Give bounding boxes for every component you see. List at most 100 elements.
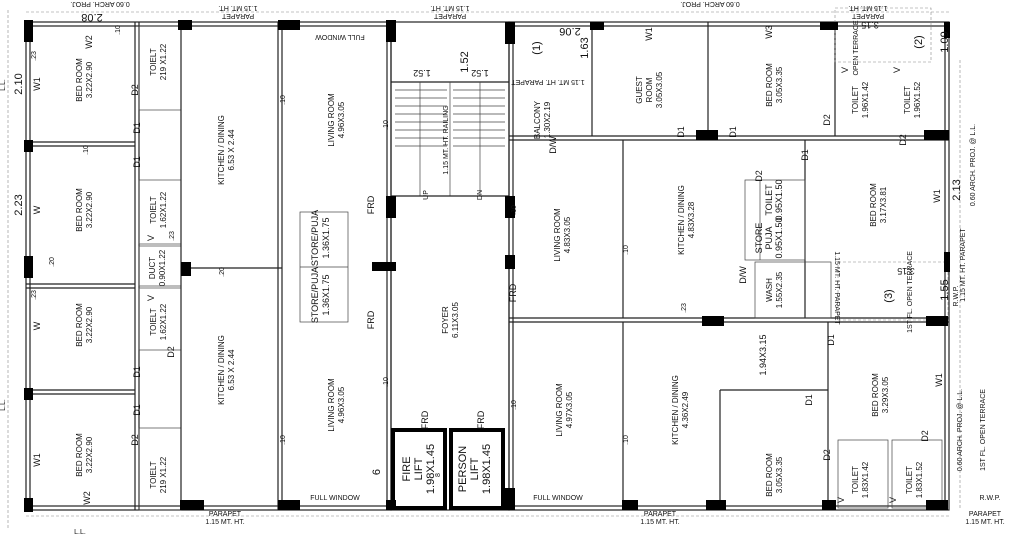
dim-315-b: 3.15 [897,266,915,276]
window-w3-tag: W3 [764,25,774,39]
door-d2-tag-5: D2 [898,134,908,146]
door-d1-tag-3: D1 [132,366,142,378]
marker-1: (1) [531,41,543,54]
arch-proj-1-note: 0.60 ARCH. PROJ. @ L.L. [970,124,977,206]
sill-23-tag-2: .23 [31,290,38,300]
sill-10-tag-7: .10 [511,205,518,215]
dim-213: 2.13 [951,179,963,200]
sill-10-tag: .10 [83,145,90,155]
vent-v-tag-2: V [146,295,156,301]
toilet-1-label: TOIELT219 X1.22 [149,43,168,80]
door-window-dw-tag-2: D/W [738,266,748,284]
door-d2-tag: D2 [130,84,140,96]
bed-room-2-label: BED ROOM3.22X2.90 [75,188,94,232]
full-window-3-note: FULL WINDOW [533,495,583,502]
window-w2-tag: W2 [84,35,94,49]
door-d1-tag-7: D1 [800,149,810,161]
person-lift-label: PERSONLIFT1.98X1.45 [457,444,493,494]
door-d2-tag-2: D2 [166,346,176,358]
toilet-7-label: TOILET0.95X1.50 [764,179,784,220]
dim-109: 1.09 [939,31,951,52]
rwp-2-note: R.W.P. [980,495,1001,502]
vent-v-tag-4: V [888,497,898,503]
sill-10-tag-10: .10 [623,435,630,445]
ll-3-note: L.L. [74,529,86,536]
dim-315-a: 3.15 [861,20,879,30]
door-d1-tag-8: D1 [804,394,814,406]
dim-8: 8 [435,473,442,477]
opening-tags: W1 W2 W W W1 W2 D1 D2 D1 D1 D1 D2 D2 V V… [31,25,944,505]
duct-label: DUCT0.90X1.22 [148,249,167,286]
dim-223: 2.23 [13,194,25,215]
window-w1-tag-2: W1 [32,453,42,467]
up-label: UP [423,190,430,200]
open-terrace-2-note: 1ST FL. OPEN TERRACE [907,251,914,333]
door-d1-tag-9: D1 [826,334,836,346]
dn-label: DN [477,190,484,200]
dim-206: 2.06 [559,25,580,37]
railing-note: 1.15 MT. HT. RAILING [443,105,450,174]
dim-194x315: 1.94X3.15 [758,334,768,375]
toilet-9-label: TOILET1.83X1.52 [905,461,924,498]
foyer-label: FOYER6.11X3.05 [441,302,460,338]
frd-tag-2: FRD [366,310,376,329]
window-w1-tag-4: W1 [932,189,942,203]
store-puja-2-label: STORE/PUJA1.36X1.75 [310,267,331,323]
sill-20-tag-2: .20 [49,257,56,267]
left-wing-labels: BED ROOM3.22X2.90 BED ROOM3.22X2.90 BED … [75,43,346,493]
door-d2-tag-7: D2 [822,449,832,461]
full-window-2-note: FULL WINDOW [310,495,360,502]
sill-20-tag: .20 [219,267,226,277]
door-d1-tag-6: D1 [728,126,738,138]
window-w-tag-2: W [32,321,42,330]
dimension-labels: 2.08 2.10 2.23 2.06 1.63 3.15 3.15 1.09 … [13,11,963,303]
bed-room-4-label: BED ROOM3.22X2.90 [75,433,94,477]
store-puja-3-label: STOREPUJA0.95X1.50 [754,217,784,258]
toilet-6-label: TOILET1.96X1.52 [903,81,922,118]
bed-room-3-label: BED ROOM3.22X2.90 [75,303,94,347]
top-parapet-1-note: PARAPET1.15 MT. HT. [218,4,257,19]
dim-6: 6 [371,469,383,475]
frd-tag-4: FRD [420,410,430,429]
ll-1-note: L.L. [0,79,7,91]
full-window-1-note: FULL WINDOW [315,33,365,40]
door-window-dw-tag: D/W [548,136,558,154]
vent-v-tag-6: V [892,67,902,73]
fire-lift-label: FIRELIFT1.98X1.45 [401,444,437,494]
mt-ht-parapet-note: 1.15 MT. HT. PARAPET [833,251,840,325]
window-w-tag: W [32,205,42,214]
kitchen-3-label: KITCHEN / DINING4.83X3.28 [677,185,696,255]
marker-3: (3) [883,289,895,302]
top-parapet-3-note: PARAPET1.15 MT. HT. [848,4,887,19]
sill-10-tag-3: .10 [280,95,287,105]
frd-tag-3: FRD [508,283,518,302]
door-d1-tag-2: D1 [132,156,142,168]
balcony-parapet-note: 1.15 MT. HT. PARAPET [511,78,585,85]
ll-2-note: L.L. [0,399,7,411]
top-proj-right-note: 0.60 ARCH. PROJ. [680,0,740,7]
core-labels: FOYER6.11X3.05 FIRELIFT1.98X1.45 PERSONL… [371,4,493,494]
sill-23-tag-3: .23 [681,303,688,313]
door-d2-tag-8: D2 [920,430,930,442]
vent-v-tag-5: V [840,67,850,73]
sill-10-tag-2: .10 [115,25,122,35]
dim-152-c: 1.52 [471,68,489,78]
kitchen-4-label: KITCHEN / DINING4.36X2.49 [671,375,690,445]
sill-10-tag-4: .10 [383,120,390,130]
dim-208: 2.08 [81,11,102,23]
dim-210: 2.10 [13,73,25,94]
kitchen-1-label: KITCHEN / DINING6.53 X 2.44 [217,115,236,185]
window-w2-tag-2: W2 [82,491,92,505]
arch-proj-2-note: 0.60 ARCH. PROJ. @ L.L. [957,389,964,471]
sill-23-tag: .23 [31,51,38,61]
door-d1-tag-5: D1 [676,126,686,138]
frd-tag-5: FRD [476,410,486,429]
door-d2-tag-6: D2 [754,170,764,182]
toilet-3-label: TOIELT1.62X1.22 [149,303,168,340]
door-d1-tag: D1 [132,122,142,134]
bed-room-6-label: BED ROOM3.17X3.81 [869,183,888,227]
dim-152-a: 1.52 [459,51,471,72]
